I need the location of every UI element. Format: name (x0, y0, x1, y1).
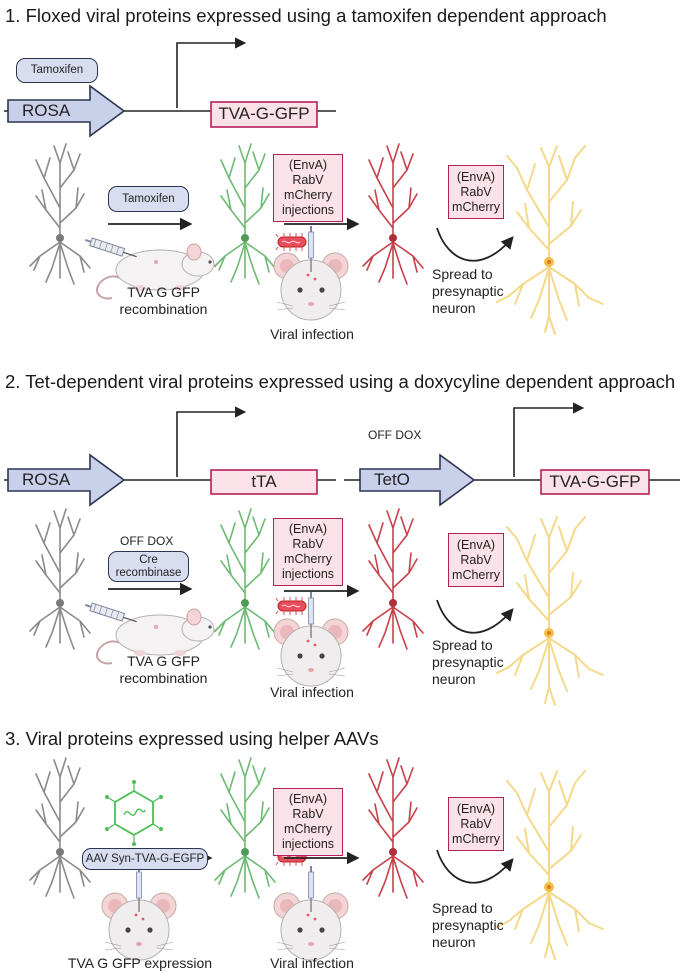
spread-line-3: mCherry (452, 199, 500, 214)
tamoxifen-arrow-label: Tamoxifen (122, 192, 175, 205)
inject-3-line-4: injections (281, 837, 335, 851)
off-dox-arrow-label: OFF DOX (120, 534, 174, 548)
spread-2-text-2: presynaptic (432, 654, 504, 670)
spread-box: (EnvA) RabV mCherry (448, 165, 504, 219)
inject-2-line-1: (EnvA) (288, 522, 328, 536)
gene-tva-g-gfp-label-2: TVA-G-GFP (549, 472, 641, 491)
gene-tva-g-gfp-label: TVA-G-GFP (218, 104, 310, 123)
spread-line-2: RabV (460, 184, 492, 199)
spread-text-3: neuron (432, 300, 476, 316)
promoter-rosa-label-2: ROSA (22, 470, 71, 489)
viral-infection-label-3: Viral infection (270, 955, 354, 971)
inject-line-4: injections (281, 203, 335, 217)
spread-2-line-2: RabV (460, 552, 492, 567)
cre-line-1: Cre (139, 553, 158, 566)
spread-3-text-1: Spread to (432, 900, 493, 916)
spread-label-3: Spread to presynaptic neuron (432, 900, 522, 951)
off-dox-top-label: OFF DOX (368, 428, 422, 442)
inject-2-line-3: mCherry (284, 552, 332, 566)
section-1-title: 1. Floxed viral proteins expressed using… (5, 5, 607, 26)
spread-label: Spread to presynaptic neuron (432, 266, 522, 317)
aav-label: AAV Syn-TVA-G-EGFP (85, 852, 205, 865)
section-2-title: 2. Tet-dependent viral proteins expresse… (5, 371, 676, 392)
cre-recombinase-pill: Cre recombinase (108, 551, 189, 582)
gene-tta-label: tTA (251, 472, 277, 491)
spread-2-line-3: mCherry (452, 567, 500, 582)
spread-3-text-3: neuron (432, 934, 476, 950)
section-3-title: 3. Viral proteins expressed using helper… (5, 728, 379, 749)
tamoxifen-pill-arrow: Tamoxifen (108, 186, 189, 212)
inject-3-line-3: mCherry (284, 822, 332, 836)
inject-2-line-4: injections (281, 567, 335, 581)
tamoxifen-label: Tamoxifen (30, 64, 84, 76)
inject-box-3: (EnvA) RabV mCherry injections (273, 788, 343, 856)
spread-2-line-1: (EnvA) (456, 537, 496, 552)
mouse-label-recombination-2: TVA G GFP recombination (96, 653, 231, 687)
section-2-graphics (4, 402, 680, 706)
cre-line-2: recombinase (115, 566, 182, 579)
spread-2-text-1: Spread to (432, 637, 493, 653)
inject-3-line-2: RabV (292, 807, 324, 821)
spread-label-2: Spread to presynaptic neuron (432, 637, 522, 688)
inject-box: (EnvA) RabV mCherry injections (273, 154, 343, 222)
spread-box-2: (EnvA) RabV mCherry (448, 533, 504, 587)
spread-2-text-3: neuron (432, 671, 476, 687)
promoter-teto-label: TetO (374, 470, 410, 489)
promoter-rosa-label: ROSA (22, 101, 71, 120)
section-1-graphics (4, 37, 604, 335)
mouse-label-line-1: TVA G GFP (127, 284, 200, 300)
mouse-label-line-2: recombination (119, 301, 208, 317)
spread-3-line-2: RabV (460, 816, 492, 831)
inject-line-2: RabV (292, 173, 324, 187)
spread-line-1: (EnvA) (456, 169, 496, 184)
viral-infection-label: Viral infection (270, 326, 354, 342)
mouse-label-expression: TVA G GFP expression (67, 955, 213, 971)
mouse-label-2-line-1: TVA G GFP (127, 653, 200, 669)
mouse-label-recombination: TVA G GFP recombination (96, 284, 231, 318)
inject-line-1: (EnvA) (288, 158, 328, 172)
inject-box-2: (EnvA) RabV mCherry injections (273, 518, 343, 586)
mouse-label-2-line-2: recombination (119, 670, 208, 686)
tamoxifen-pill-top: Tamoxifen (16, 58, 98, 83)
spread-text-2: presynaptic (432, 283, 504, 299)
spread-text-1: Spread to (432, 266, 493, 282)
spread-3-line-1: (EnvA) (456, 801, 496, 816)
inject-line-3: mCherry (284, 188, 332, 202)
inject-2-line-2: RabV (292, 537, 324, 551)
spread-box-3: (EnvA) RabV mCherry (448, 797, 504, 851)
spread-3-text-2: presynaptic (432, 917, 504, 933)
viral-infection-label-2: Viral infection (270, 684, 354, 700)
aav-pill: AAV Syn-TVA-G-EGFP (82, 848, 208, 870)
spread-3-line-3: mCherry (452, 831, 500, 846)
inject-3-line-1: (EnvA) (288, 792, 328, 806)
